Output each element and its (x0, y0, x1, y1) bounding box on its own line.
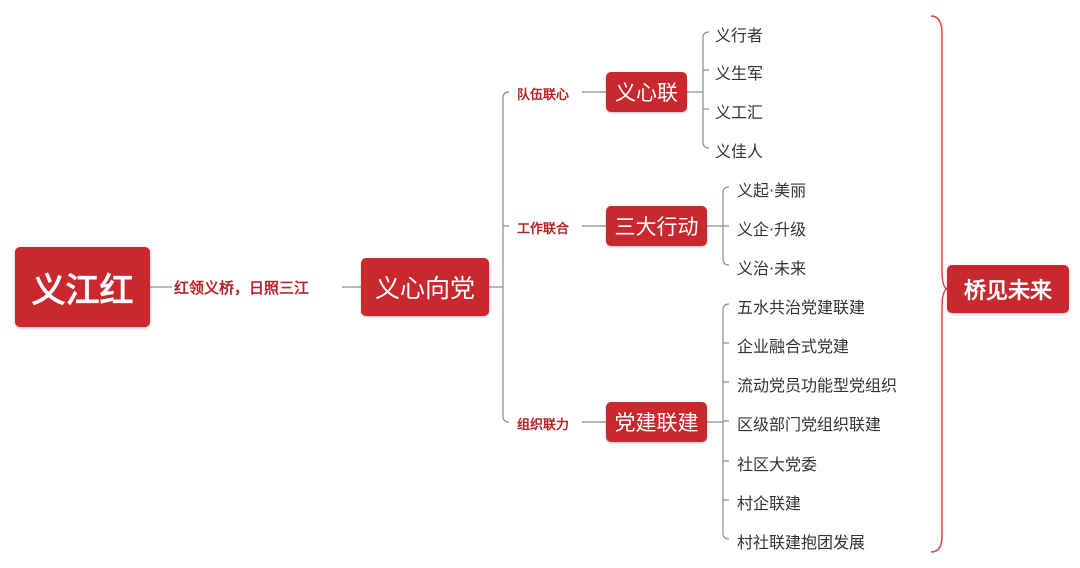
leaf-item: 社区大党委 (737, 455, 818, 474)
connector-label-1: 队伍联心 (517, 88, 570, 103)
summary-node: 桥见未来 (947, 265, 1069, 313)
summary-brace (930, 15, 949, 553)
leaf-item: 义治·未来 (737, 259, 807, 278)
leaf-item: 村企联建 (737, 494, 802, 513)
connector-label-3: 组织联力 (517, 418, 570, 433)
connector-label-2: 工作联合 (517, 222, 570, 237)
leaf-item: 义生军 (715, 64, 764, 83)
leaf-item: 义行者 (715, 26, 764, 45)
center-node: 义心向党 (361, 258, 489, 316)
leaf-item: 企业融合式党建 (737, 337, 850, 356)
leaf-item: 区级部门党组织联建 (737, 415, 882, 434)
leaf-item: 义佳人 (715, 142, 764, 161)
leaf-item: 村社联建抱团发展 (737, 533, 866, 552)
root-link-label: 红领义桥，日照三江 (174, 279, 310, 297)
leaf-item: 五水共治党建联建 (737, 298, 866, 317)
branch-node-3: 党建联建 (606, 402, 707, 442)
leaf-item: 义工汇 (715, 103, 764, 122)
leaf-item: 义起·美丽 (737, 181, 807, 200)
leaf-item: 义企·升级 (737, 220, 807, 239)
branch-node-1: 义心联 (606, 72, 687, 112)
root-node: 义江红 (15, 247, 150, 327)
leaf-item: 流动党员功能型党组织 (737, 376, 898, 395)
branch-node-2: 三大行动 (606, 206, 707, 246)
